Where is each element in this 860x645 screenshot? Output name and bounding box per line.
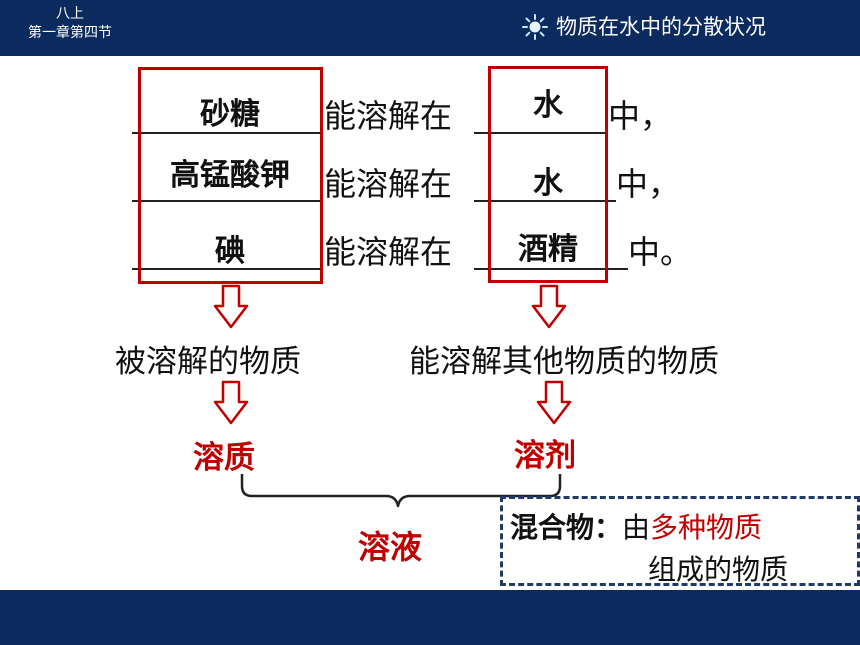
row-verb-2: 能溶解在 — [324, 165, 453, 203]
solvent-answer-2: 水 — [533, 166, 563, 201]
solute-answer-3: 碘 — [215, 234, 245, 269]
solvent-answer-3: 酒精 — [518, 232, 578, 267]
row-verb-1: 能溶解在 — [324, 97, 453, 135]
blank-underline-solvent-2 — [474, 200, 616, 202]
solvent-highlight-box — [488, 66, 608, 283]
footer-bar — [0, 590, 860, 645]
down-arrow-icon — [213, 284, 249, 329]
blank-underline-solute-2 — [132, 200, 322, 202]
down-arrow-icon — [536, 380, 572, 425]
chapter-line1: 八上 — [56, 6, 84, 22]
blank-underline-solvent-3 — [474, 268, 628, 270]
row-end-1: 中， — [608, 97, 673, 135]
row-end-3: 中。 — [628, 233, 693, 271]
mixture-def-prefix: 由 — [622, 511, 651, 544]
mixture-definition-box — [500, 496, 860, 586]
solvent-term: 溶剂 — [514, 438, 576, 474]
mixture-line1: 混合物：由多种物质 — [510, 506, 762, 546]
chapter-label: 八上 第一章第四节 — [10, 5, 130, 43]
mixture-def-highlight: 多种物质 — [650, 511, 763, 544]
page-title: 物质在水中的分散状况 — [556, 15, 766, 39]
mixture-term: 混合物： — [510, 511, 623, 544]
sun-icon — [522, 14, 548, 40]
row-verb-3: 能溶解在 — [324, 233, 453, 271]
solute-answer-2: 高锰酸钾 — [170, 158, 290, 193]
blank-underline-solute-3 — [132, 268, 322, 270]
blank-underline-solute-1 — [132, 132, 322, 134]
row-end-2: 中， — [616, 165, 681, 203]
solution-term: 溶液 — [358, 528, 423, 566]
header-bar — [0, 0, 860, 56]
down-arrow-icon — [213, 380, 249, 425]
down-arrow-icon — [531, 284, 567, 329]
solute-description: 被溶解的物质 — [115, 344, 301, 380]
solute-term: 溶质 — [193, 440, 255, 476]
solute-answer-1: 砂糖 — [200, 97, 260, 132]
chapter-line2: 第一章第四节 — [28, 25, 112, 41]
mixture-line2: 组成的物质 — [648, 553, 789, 586]
solvent-description: 能溶解其他物质的物质 — [409, 344, 719, 380]
blank-underline-solvent-1 — [474, 132, 608, 134]
brace-connector — [240, 474, 562, 508]
solute-highlight-box — [138, 67, 323, 284]
solvent-answer-1: 水 — [533, 88, 563, 123]
